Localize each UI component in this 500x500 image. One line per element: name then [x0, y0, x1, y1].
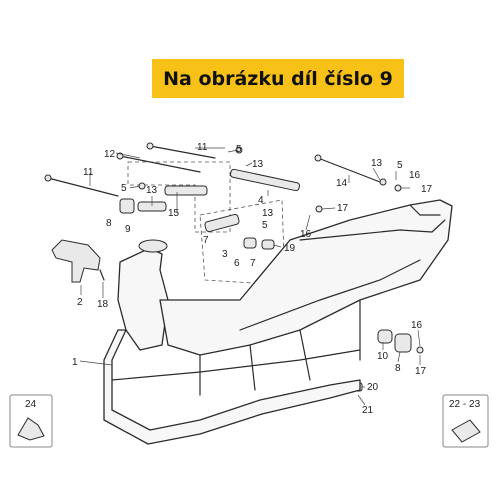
- callout-22-23: 22 - 23: [449, 399, 481, 410]
- clip-22-23: [451, 419, 481, 443]
- callout-24: 24: [25, 399, 37, 410]
- callout-2: 2: [77, 297, 83, 308]
- callout-14: 14: [336, 178, 348, 189]
- callout-13-left: 13: [146, 185, 158, 196]
- callout-7-left: 7: [203, 235, 209, 246]
- callout-5-mid: 5: [262, 220, 268, 231]
- bracket-4: [229, 168, 301, 192]
- bushing-10: [377, 329, 393, 344]
- bushing-7: [243, 237, 257, 249]
- callout-17-mid: 17: [337, 203, 349, 214]
- callout-17-right: 17: [415, 366, 427, 377]
- callout-21: 21: [362, 405, 374, 416]
- washer-5-right: [379, 178, 387, 186]
- callout-3: 3: [222, 249, 228, 260]
- screw-18: [99, 269, 105, 281]
- frame-footboard-support: [111, 349, 361, 381]
- frame-cross-tubes: [199, 299, 361, 396]
- assembly-guide-left: [127, 161, 231, 233]
- callout-13-top: 13: [252, 159, 264, 170]
- callout-4: 4: [258, 195, 264, 206]
- banner-text: Na obrázku díl číslo 9: [163, 67, 393, 90]
- callout-13-mid: 13: [262, 208, 274, 219]
- frame-main-spine: [159, 199, 453, 356]
- bushing-19: [261, 239, 275, 250]
- long-bolt-14: [317, 157, 381, 183]
- callout-7-right: 7: [250, 258, 256, 269]
- callout-15: 15: [168, 208, 180, 219]
- callout-5-top: 5: [236, 144, 242, 155]
- callout-16-right: 16: [411, 320, 423, 331]
- callout-18: 18: [97, 299, 109, 310]
- part-number-banner: Na obrázku díl číslo 9: [152, 59, 404, 98]
- callout-11-top: 11: [197, 142, 208, 153]
- callout-13-right: 13: [371, 158, 383, 169]
- washer-16-right: [416, 346, 424, 354]
- washer-5-top: [235, 146, 243, 154]
- callout-9: 9: [125, 224, 131, 235]
- frame-lower-rail: [239, 259, 421, 331]
- frame-down-tubes: [103, 329, 361, 445]
- callout-16-mid: 16: [300, 229, 312, 240]
- callout-8-left: 8: [106, 218, 112, 229]
- long-bolt-11-top: [149, 145, 216, 159]
- steering-head-cup: [138, 239, 168, 253]
- frame-upper-rail: [299, 229, 433, 241]
- callout-12: 12: [104, 149, 116, 160]
- callout-20: 20: [367, 382, 379, 393]
- clip-24: [17, 417, 45, 441]
- nut-17-mid: [315, 205, 323, 213]
- frame-headstock: [117, 247, 169, 351]
- long-bolt-11-left: [47, 177, 119, 197]
- callout-10: 10: [377, 351, 389, 362]
- bolt-head-14: [314, 154, 322, 162]
- spacer-tube-15: [164, 185, 208, 196]
- long-bolt-12: [119, 155, 201, 173]
- frame-rear-loop: [409, 204, 446, 233]
- callout-5-left: 5: [121, 183, 127, 194]
- bolt-head-11-left: [44, 174, 52, 182]
- callout-1: 1: [72, 357, 78, 368]
- callout-16-top: 16: [409, 170, 421, 181]
- link-bracket-3: [204, 213, 240, 233]
- leader-lines: [79, 147, 421, 406]
- callout-17-top: 17: [421, 184, 433, 195]
- callout-11-left: 11: [83, 167, 94, 178]
- callout-19: 19: [284, 243, 296, 254]
- callout-6: 6: [234, 258, 240, 269]
- bolt-head-11-top: [146, 142, 154, 150]
- bracket-2: [51, 239, 101, 283]
- bushing-8-left: [119, 198, 135, 214]
- callout-5-right: 5: [397, 160, 403, 171]
- bushing-8-right: [394, 333, 412, 353]
- callout-8-right: 8: [395, 363, 401, 374]
